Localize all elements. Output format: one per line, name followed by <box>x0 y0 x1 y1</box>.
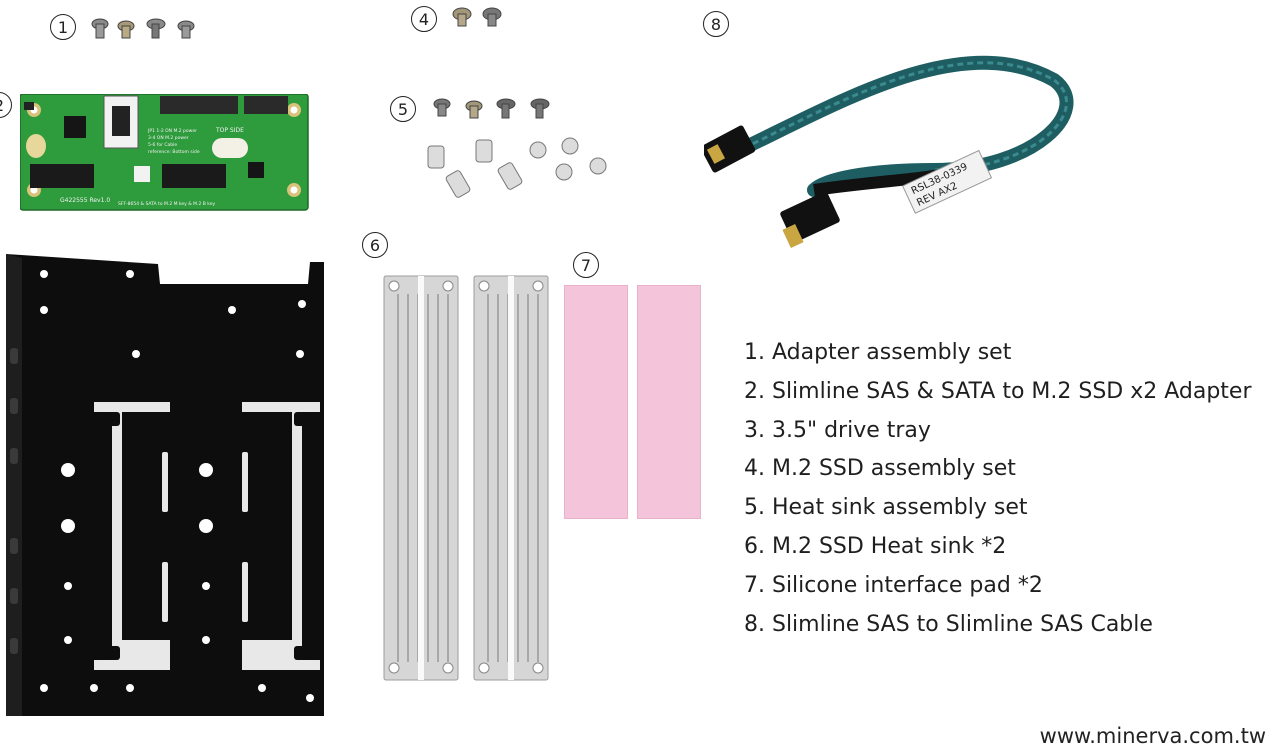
legend-item: 8. Slimline SAS to Slimline SAS Cable <box>744 611 1153 637</box>
legend-item: 6. M.2 SSD Heat sink *2 <box>744 533 1007 559</box>
adapter-pcb: TOP SIDE JP1 1-2 ON M.2 power 3-4 ON M.2… <box>20 94 309 211</box>
website-url: www.minerva.com.tw <box>1039 724 1266 748</box>
pcb-silk-4: reference: Bottom side <box>148 149 200 155</box>
m2-screw-set <box>452 7 502 27</box>
legend-item: 3. 3.5" drive tray <box>744 417 931 443</box>
pcb-silk-1: JP1 1-2 ON M.2 power <box>147 128 197 134</box>
pcb-silk-2: 3-4 ON M.2 power <box>148 135 189 141</box>
callout-8: 8 <box>703 11 729 37</box>
silicone-pad-left <box>564 285 628 519</box>
legend-item: 2. Slimline SAS & SATA to M.2 SSD x2 Ada… <box>744 378 1252 404</box>
silicone-pad-right <box>637 285 701 519</box>
callout-7: 7 <box>573 252 599 278</box>
pcb-silk-bottom: SFF-8654 & SATA to M.2 M key & M.2 B key <box>118 201 216 207</box>
pcb-top-side-label: TOP SIDE <box>215 127 244 134</box>
drive-tray <box>6 254 324 716</box>
legend-item: 4. M.2 SSD assembly set <box>744 456 1016 482</box>
heatsink-screw-set <box>427 98 607 198</box>
callout-5: 5 <box>390 96 416 122</box>
callout-2: 2 <box>0 92 12 118</box>
legend-item: 7. Silicone interface pad *2 <box>744 572 1043 598</box>
callout-6: 6 <box>362 232 388 258</box>
callout-4: 4 <box>411 6 437 32</box>
heatsink-right <box>473 275 549 681</box>
pcb-board-id: G422555 Rev1.0 <box>60 197 110 204</box>
heatsink-left <box>383 275 459 681</box>
callout-1: 1 <box>50 14 76 40</box>
legend-item: 5. Heat sink assembly set <box>744 495 1028 521</box>
legend-item: 1. Adapter assembly set <box>744 340 1012 365</box>
screw-icon <box>91 18 195 39</box>
adapter-screw-set <box>91 18 195 39</box>
parts-legend: 1. Adapter assembly set 2. Slimline SAS … <box>744 338 1252 648</box>
pcb-silk-3: 5-6 for Cable <box>148 142 177 148</box>
slimline-sas-cable: RSL38-0339 REV AX2 <box>704 55 1074 249</box>
